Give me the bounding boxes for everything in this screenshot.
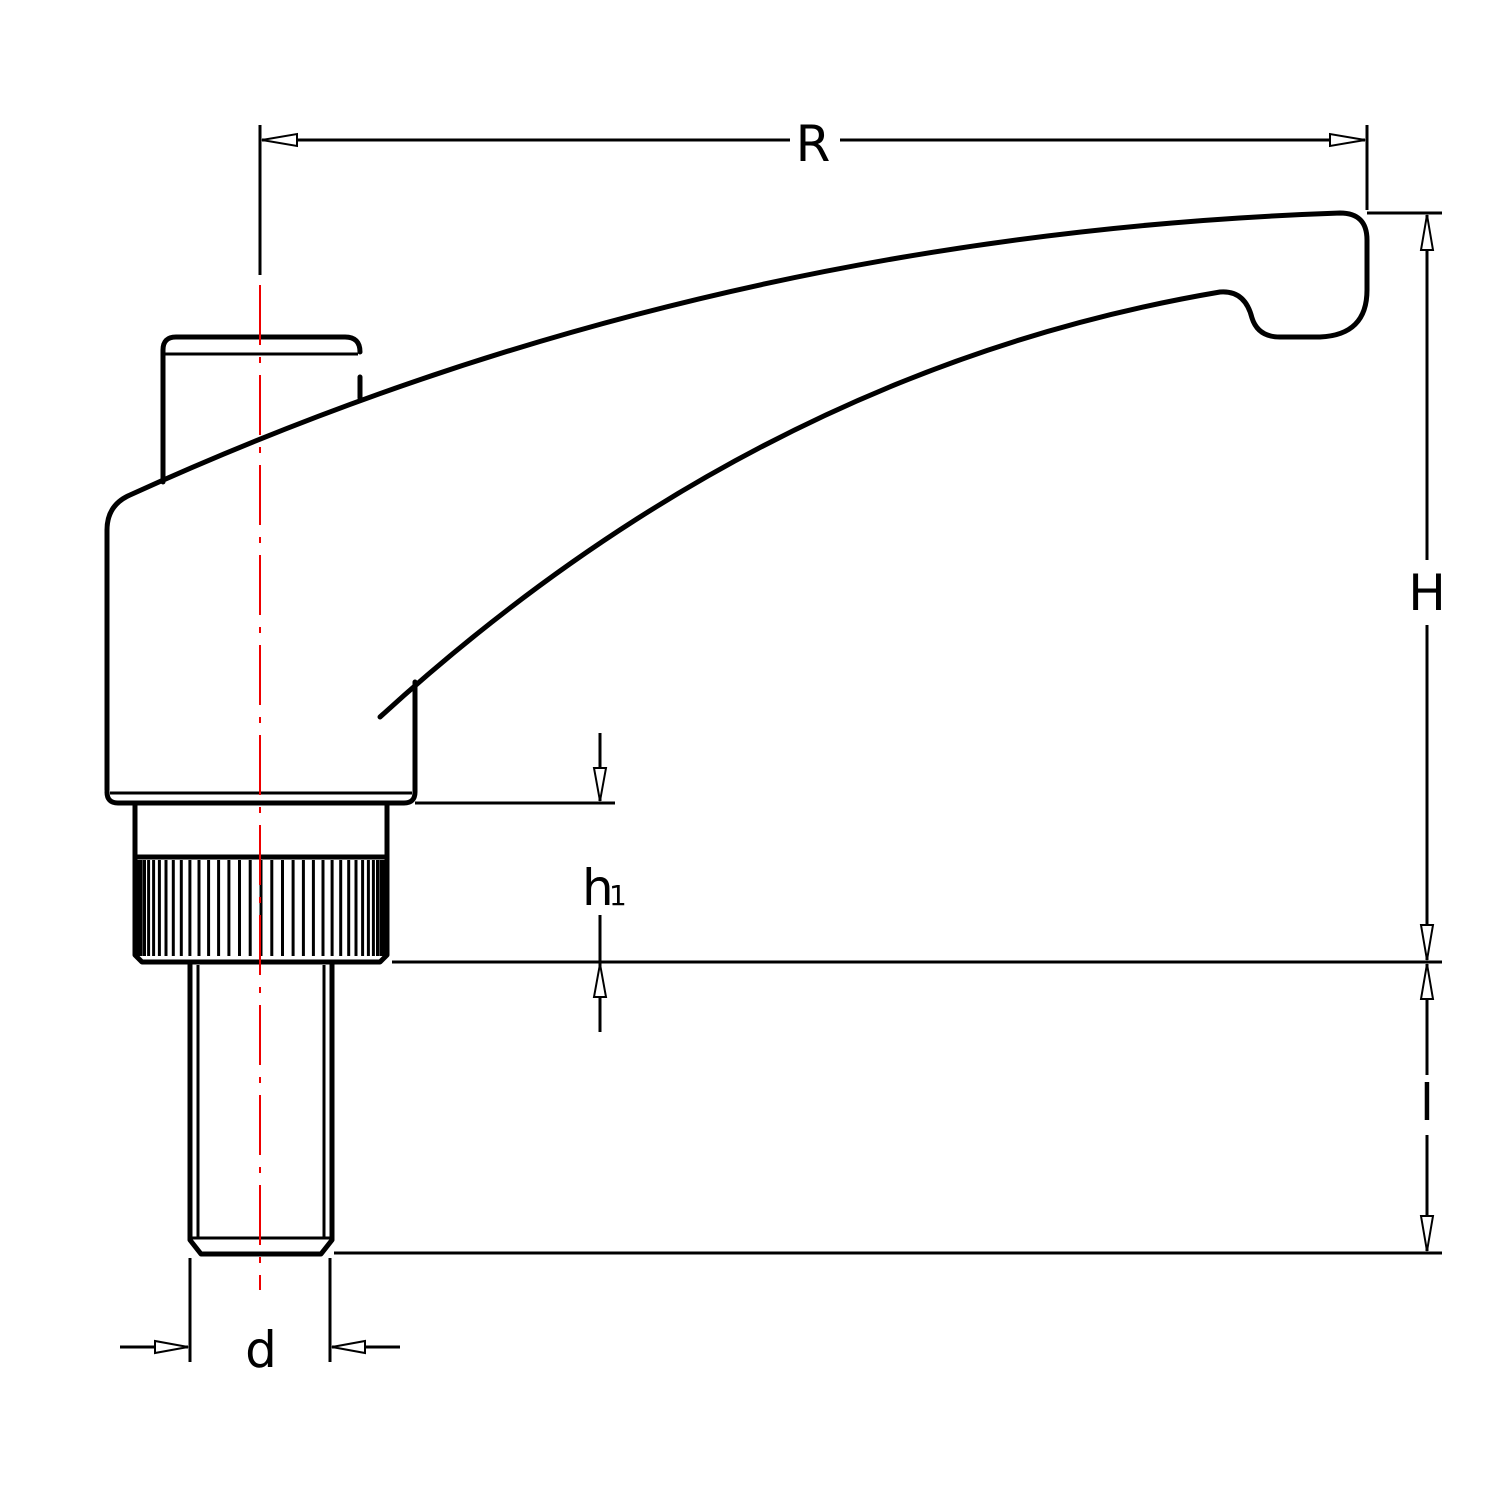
label-H: H	[1408, 564, 1446, 622]
threaded-stud	[187, 959, 335, 1257]
dimension-h1: h 1	[582, 733, 627, 1032]
label-R: R	[796, 115, 831, 173]
dimension-d: d	[120, 1321, 400, 1379]
hub-right-edge	[104, 679, 418, 806]
dimension-R: R	[261, 115, 1366, 173]
label-d: d	[245, 1321, 277, 1379]
label-h1-subscript: 1	[609, 879, 627, 912]
dimension-H: H	[1408, 214, 1446, 961]
knurled-ring	[136, 860, 386, 956]
label-h1: h	[582, 859, 614, 917]
dimension-l: l	[1419, 963, 1435, 1252]
label-l: l	[1420, 1074, 1434, 1132]
extension-lines	[188, 125, 1442, 1362]
cap-outline	[160, 334, 363, 485]
lever-outline	[104, 210, 1370, 793]
